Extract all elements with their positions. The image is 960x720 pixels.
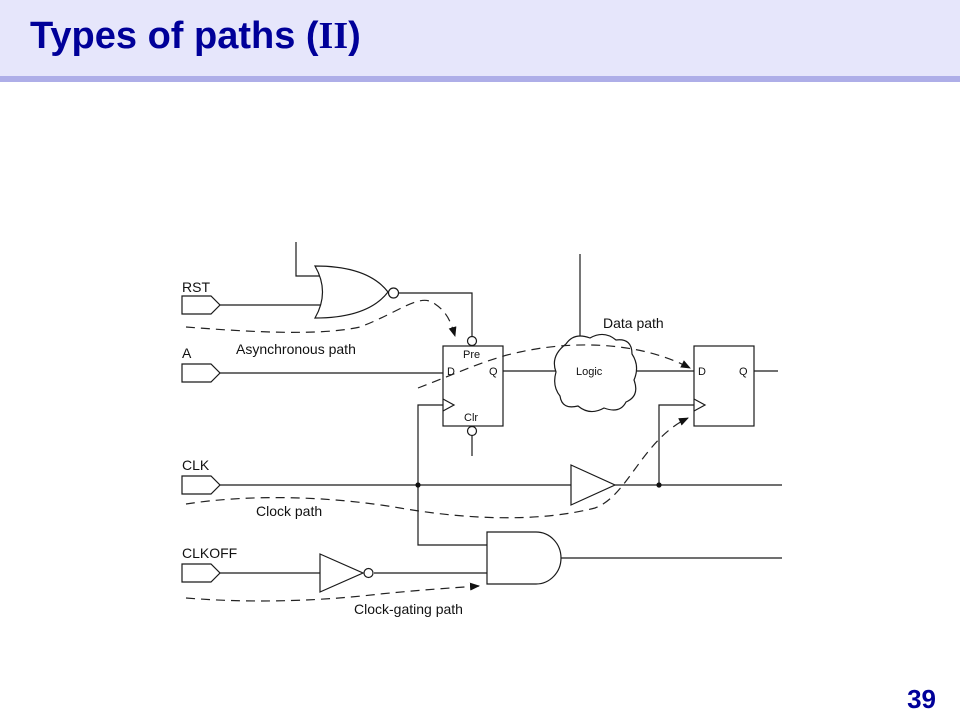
a-input-pin (181, 363, 221, 383)
slide-title-close: ) (348, 15, 361, 57)
and-gate (486, 531, 562, 585)
ff2-clock-triangle (693, 398, 707, 412)
rst-label: RST (182, 279, 210, 295)
clkoff-label: CLKOFF (182, 545, 237, 561)
clock-gating-path-arrow (185, 582, 480, 602)
ff1-clear-bubble (466, 425, 478, 437)
a-label: A (182, 345, 192, 361)
ff1-d-label: D (447, 366, 455, 378)
ff2-q-label: Q (739, 366, 748, 378)
inverter-bubble (363, 567, 374, 579)
rst-input-pin (181, 295, 221, 315)
ff1-clock-wire (417, 404, 443, 485)
asynchronous-path-arrow (185, 299, 457, 337)
ff2-d-label: D (698, 366, 706, 378)
and-top-input-wire (417, 485, 487, 546)
or-output-wire (399, 292, 473, 338)
ff1-pre-label: Pre (463, 349, 480, 361)
flip-flop-2 (693, 345, 755, 427)
nor-gate (313, 265, 389, 319)
clock-path-arrow (185, 417, 689, 519)
ff2-clock-wire (658, 404, 694, 485)
clkoff-input-pin (181, 563, 221, 583)
ff1-preset-bubble (466, 335, 478, 347)
or-top-input-wire (295, 242, 320, 277)
asynchronous-path-label: Asynchronous path (236, 341, 356, 357)
data-path-label: Data path (603, 315, 664, 331)
logic-label: Logic (576, 366, 603, 378)
clkoff-inverter (319, 553, 365, 593)
clk-label: CLK (182, 457, 210, 473)
slide-title: Types of paths (II) (30, 14, 361, 58)
clock-path-label: Clock path (256, 503, 322, 519)
clock-buffer (570, 464, 617, 506)
title-bar (0, 0, 960, 76)
ff1-clock-triangle (442, 398, 456, 412)
clk-junction-dot (656, 482, 662, 488)
page-number: 39 (907, 684, 936, 714)
clock-gating-path-label: Clock-gating path (354, 601, 463, 617)
title-underline (0, 76, 960, 82)
slide-title-roman: II (318, 15, 349, 57)
slide-title-text: Types of paths ( (30, 15, 319, 57)
logic-cloud (553, 333, 638, 413)
nor-inversion-bubble (387, 287, 400, 299)
clk-junction-dot (415, 482, 421, 488)
clk-input-pin (181, 475, 221, 495)
ff1-clr-label: Clr (464, 412, 478, 424)
ff1-q-label: Q (489, 366, 498, 378)
